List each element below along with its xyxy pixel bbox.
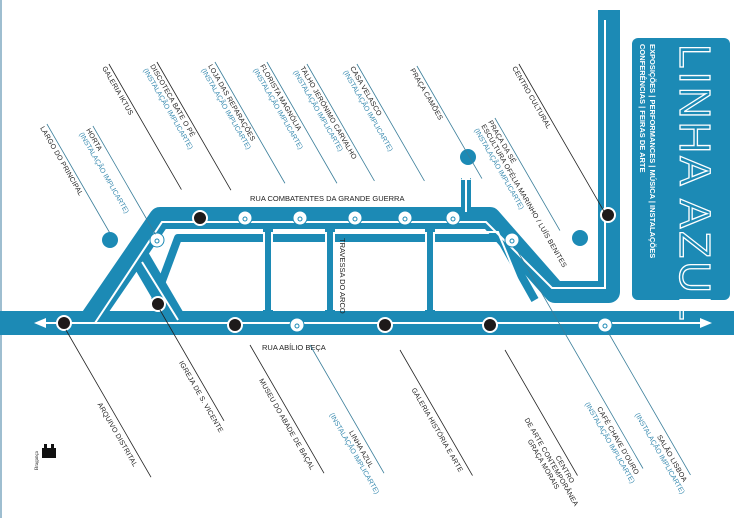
svg-text:(INSTALAÇÃO IMPLICARTE): (INSTALAÇÃO IMPLICARTE) [633, 411, 687, 495]
svg-text:GALERIA HISTÓRIA E ARTE: GALERIA HISTÓRIA E ARTE [410, 386, 466, 474]
title-box: LINHA AZUL EXPOSIÇÕES | PERFORMANCES | M… [632, 38, 730, 324]
svg-text:IGREJA DE S. VICENTE: IGREJA DE S. VICENTE [177, 360, 224, 434]
bottom-label-linha-azul[interactable]: LINHA AZUL (INSTALAÇÃO IMPLICARTE) [293, 344, 391, 496]
street-label-middle: TRAVESSA DO ARCO [338, 238, 347, 314]
station-florista[interactable] [292, 210, 308, 226]
bragança-logo: Bragança [35, 444, 56, 470]
svg-text:(INSTALAÇÃO IMPLICARTE): (INSTALAÇÃO IMPLICARTE) [328, 411, 382, 495]
top-label-casa-velasco[interactable]: CASA VELASCO (INSTALAÇÃO IMPLICARTE) [341, 63, 425, 190]
svg-text:DISCOTECA BATE O PÉ: DISCOTECA BATE O PÉ [148, 63, 197, 139]
subtitle-1: EXPOSIÇÕES | PERFORMANCES | MÚSICA | INS… [648, 44, 657, 258]
station-camoes[interactable] [445, 210, 461, 226]
connector-lines [263, 232, 435, 310]
svg-text:LARGO DO PRINCIPAL: LARGO DO PRINCIPAL [38, 126, 84, 198]
blue-dot-largo-principal[interactable] [102, 232, 118, 248]
svg-text:(INSTALAÇÃO IMPLICARTE): (INSTALAÇÃO IMPLICARTE) [583, 400, 637, 484]
svg-text:GALERIA IKTUS: GALERIA IKTUS [100, 66, 134, 117]
blue-dot-praca-camoes[interactable] [460, 149, 476, 165]
svg-text:(INSTALAÇÃO IMPLICARTE): (INSTALAÇÃO IMPLICARTE) [199, 67, 253, 151]
inner-box [175, 231, 529, 311]
top-label-praca-camoes[interactable]: PRAÇA CAMÕES [408, 65, 483, 184]
station-horta[interactable] [149, 232, 165, 248]
svg-text:PRAÇA CAMÕES: PRAÇA CAMÕES [408, 67, 445, 122]
svg-text:(INSTALAÇÃO IMPLICARTE): (INSTALAÇÃO IMPLICARTE) [141, 67, 195, 151]
title: LINHA AZUL [670, 44, 719, 323]
arrow-right-icon [700, 318, 712, 328]
blue-dot-praca-se[interactable] [572, 230, 588, 246]
svg-text:(INSTALAÇÃO IMPLICARTE): (INSTALAÇÃO IMPLICARTE) [341, 69, 395, 153]
svg-text:MUSEU DO ABADE DE BAÇAL: MUSEU DO ABADE DE BAÇAL [257, 378, 315, 472]
bottom-label-museu-abade[interactable]: MUSEU DO ABADE DE BAÇAL [240, 344, 325, 479]
station-arquivo-distrital[interactable] [56, 315, 72, 331]
street-label-top: RUA COMBATENTES DA GRANDE GUERRA [250, 194, 404, 203]
svg-text:(INSTALAÇÃO IMPLICARTE): (INSTALAÇÃO IMPLICARTE) [77, 131, 131, 215]
station-cafe-chave[interactable] [504, 232, 520, 248]
upper-loop-track [78, 10, 620, 330]
station-discoteca[interactable] [237, 210, 253, 226]
arrow-up-icon [461, 170, 471, 180]
station-galeria-historia-arte[interactable] [377, 317, 393, 333]
svg-text:Bragança: Bragança [35, 450, 40, 470]
station-centro-arte-contemporanea[interactable] [482, 317, 498, 333]
bottom-label-centro-arte[interactable]: CENTRO DE ARTE CONTEMPORÂNEA GRAÇA MORAI… [481, 349, 591, 512]
subtitle-2: CONFERÊNCIAS | FEIRAS DE ARTE [638, 44, 647, 173]
station-igreja-s-vicente[interactable] [150, 296, 166, 312]
bottom-label-galeria-historia[interactable]: GALERIA HISTÓRIA E ARTE [390, 349, 473, 482]
station-talho[interactable] [347, 210, 363, 226]
station-museu-abade-bacal[interactable] [227, 317, 243, 333]
station-galeria-iktus[interactable] [192, 210, 208, 226]
svg-text:LOJA DAS REPARAÇÕES: LOJA DAS REPARAÇÕES [206, 63, 258, 143]
branch-centerline [141, 261, 179, 321]
svg-text:DE ARTE CONTEMPORÂNEA: DE ARTE CONTEMPORÂNEA [523, 416, 581, 508]
svg-text:CENTRO CULTURAL: CENTRO CULTURAL [510, 66, 552, 131]
station-linha-azul[interactable] [289, 317, 305, 333]
inner-loop-track [151, 234, 539, 302]
arrow-left-icon [34, 318, 46, 328]
station-salao-lisboa[interactable] [597, 317, 613, 333]
station-casa-velasco[interactable] [397, 210, 413, 226]
route-tracks [0, 10, 734, 335]
street-label-bottom: RUA ABÍLIO BEÇA [262, 343, 326, 352]
station-centro-cultural[interactable] [600, 207, 616, 223]
bottom-label-arquivo-distrital[interactable]: ARQUIVO DISTRITAL [56, 329, 152, 483]
svg-text:ARQUIVO DISTRITAL: ARQUIVO DISTRITAL [96, 402, 139, 469]
